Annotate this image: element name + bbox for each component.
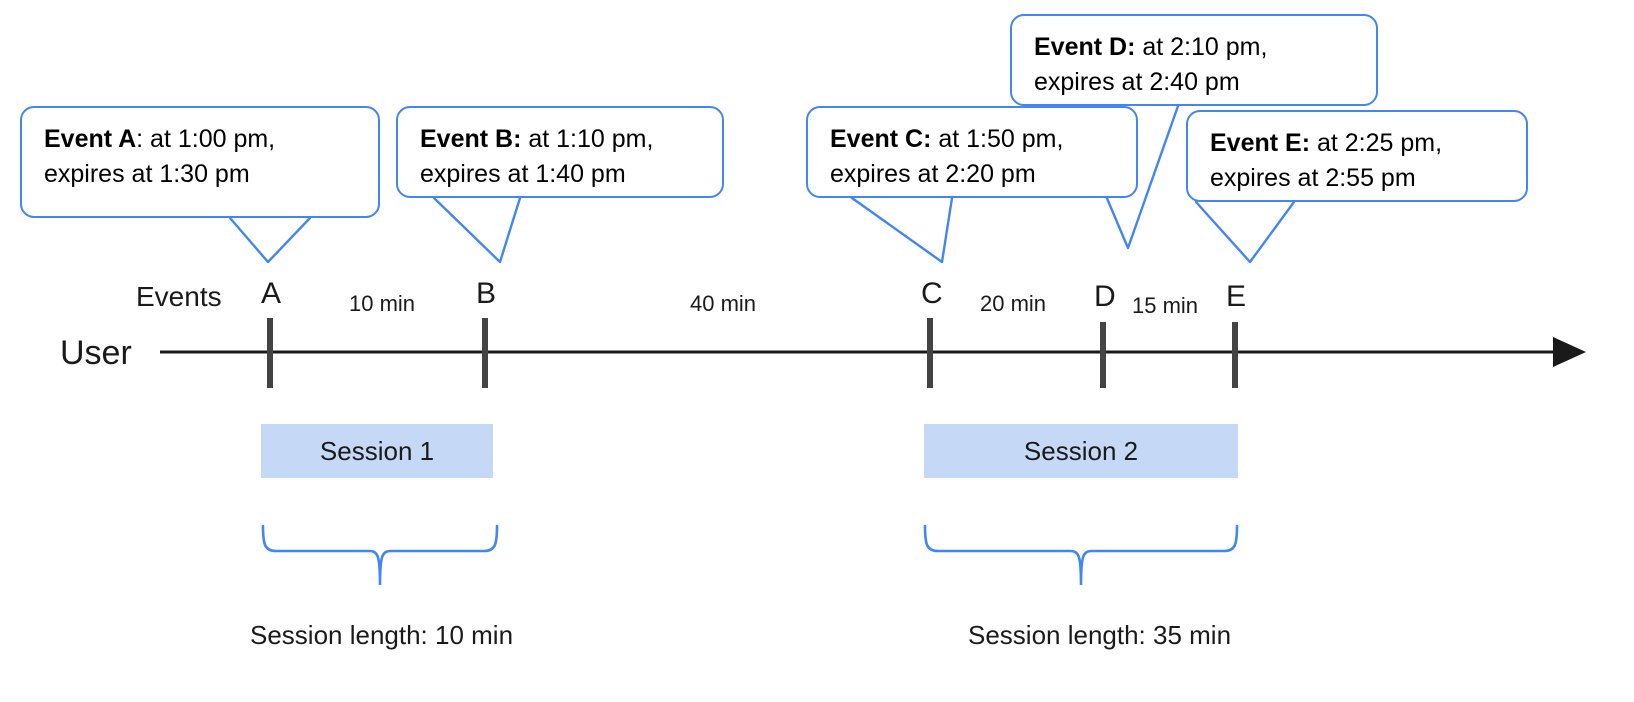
callout-event-e: Event E: at 2:25 pm, expires at 2:55 pm	[1186, 110, 1528, 202]
callout-b-rest: at 1:10 pm,	[521, 125, 654, 153]
callout-tail-a	[228, 216, 312, 264]
callout-tail-b	[432, 196, 522, 264]
callout-e-rest: at 2:25 pm,	[1310, 129, 1443, 157]
gap-label-d-e: 15 min	[1132, 293, 1199, 318]
session-box-2: Session 2	[924, 424, 1238, 478]
gap-label-c-d: 20 min	[980, 291, 1047, 316]
callout-tail-c	[850, 196, 954, 264]
callout-d-rest: at 2:10 pm,	[1135, 33, 1268, 61]
callout-c-line2: expires at 2:20 pm	[830, 159, 1036, 188]
callout-c-bold: Event C:	[830, 125, 932, 153]
callout-a-bold: Event A	[44, 125, 137, 153]
lane-label-user: User	[60, 334, 132, 372]
session-box-1: Session 1	[261, 424, 493, 478]
callout-a-line2: expires at 1:30 pm	[44, 159, 250, 188]
callout-event-a: Event A: at 1:00 pm, expires at 1:30 pm	[20, 106, 380, 218]
callout-d-bold: Event D:	[1034, 33, 1136, 61]
brace-session-2	[923, 524, 1239, 586]
callout-e-bold: Event E:	[1210, 129, 1311, 157]
callout-tail-e	[1194, 200, 1296, 264]
callout-e-line2: expires at 2:55 pm	[1210, 163, 1416, 192]
callout-event-b: Event B: at 1:10 pm, expires at 1:40 pm	[396, 106, 724, 198]
callout-a-rest: : at 1:00 pm,	[136, 125, 276, 153]
marker-label-a: A	[261, 277, 282, 310]
callout-event-c: Event C: at 1:50 pm, expires at 2:20 pm	[806, 106, 1138, 198]
marker-label-c: C	[921, 277, 943, 310]
gap-label-b-c: 40 min	[690, 291, 757, 316]
callout-b-bold: Event B:	[420, 125, 522, 153]
gap-label-a-b: 10 min	[349, 291, 416, 316]
events-row-label: Events	[136, 281, 222, 312]
callout-event-d: Event D: at 2:10 pm, expires at 2:40 pm	[1010, 14, 1378, 106]
session-1-length-caption: Session length: 10 min	[250, 620, 514, 650]
marker-label-b: B	[476, 277, 497, 310]
callout-b-line2: expires at 1:40 pm	[420, 159, 626, 188]
session-2-length-caption: Session length: 35 min	[968, 620, 1232, 650]
marker-label-d: D	[1094, 280, 1116, 313]
callout-d-line2: expires at 2:40 pm	[1034, 67, 1240, 96]
callout-c-rest: at 1:50 pm,	[931, 125, 1064, 153]
marker-label-e: E	[1226, 280, 1247, 313]
brace-session-1	[261, 524, 499, 586]
